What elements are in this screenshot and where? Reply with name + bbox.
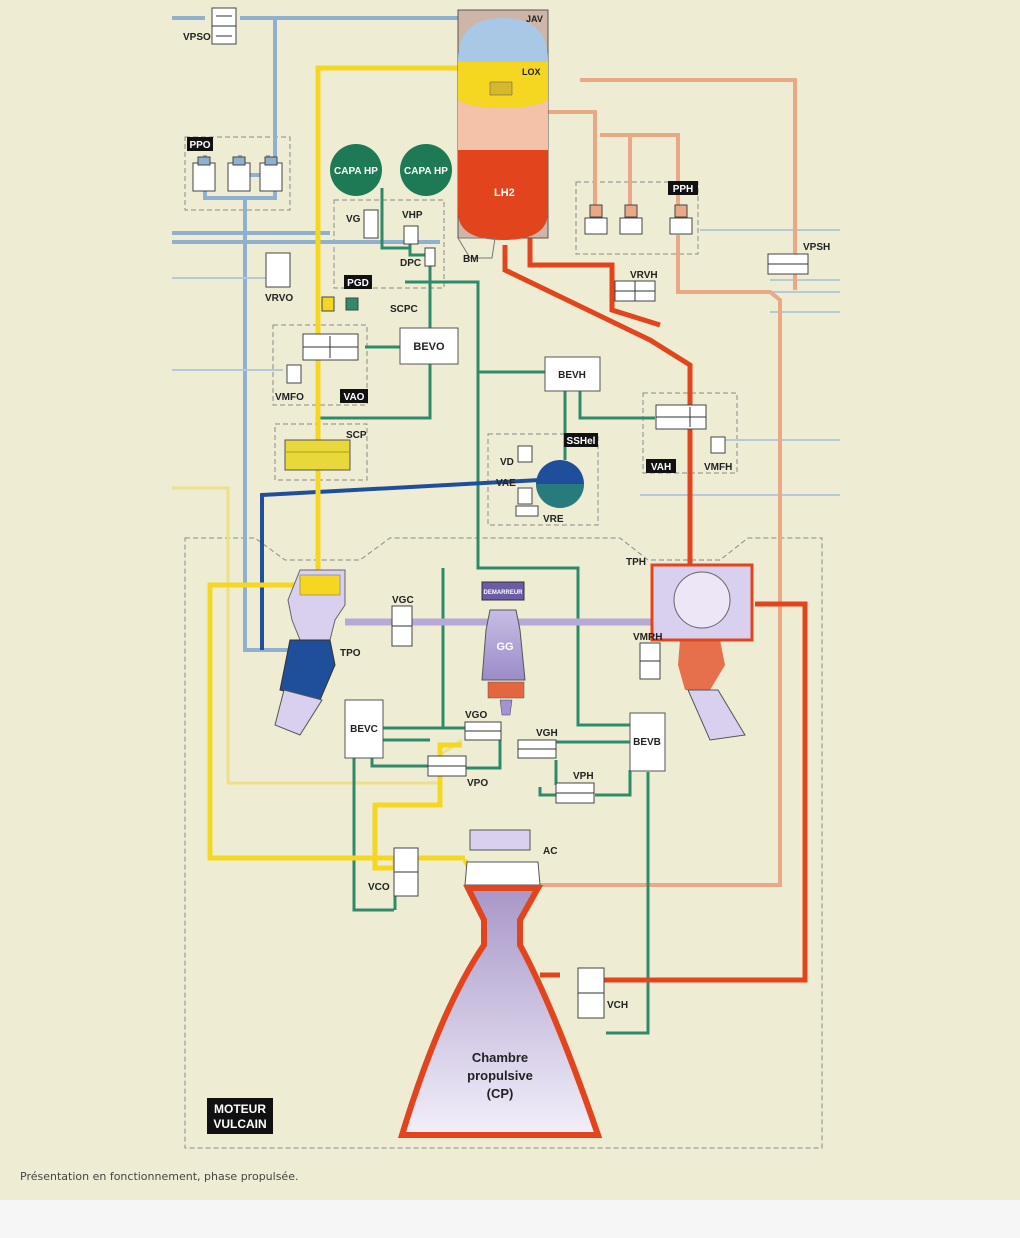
- label-vrvh: VRVH: [630, 270, 658, 281]
- chamber-label-1: Chambre: [472, 1050, 528, 1065]
- gas-generator: DEMARREUR GG: [481, 581, 526, 716]
- title-line1: MOTEUR: [214, 1102, 266, 1116]
- tag-vah: VAH: [651, 462, 671, 473]
- tpo-turbopump: [274, 569, 346, 736]
- label-tph: TPH: [626, 557, 646, 568]
- actuator-tops: [197, 156, 688, 218]
- chamber: Chambre propulsive (CP): [397, 829, 603, 1138]
- scp-tank: [284, 439, 351, 471]
- label-vre: VRE: [543, 514, 564, 525]
- tag-pph: PPH: [673, 184, 694, 195]
- tag-sshel: SSHel: [567, 436, 596, 447]
- label-vmfh: VMFH: [704, 462, 732, 473]
- label-vae: VAE: [496, 478, 516, 489]
- label-vgo: VGO: [465, 710, 487, 721]
- tag-ppo: PPO: [189, 140, 210, 151]
- title-box: MOTEUR VULCAIN: [207, 1098, 273, 1134]
- tank-label-bm: BM: [463, 254, 479, 265]
- tag-vao: VAO: [344, 392, 365, 403]
- bottom-band: [0, 1200, 1020, 1238]
- label-ac: AC: [543, 846, 557, 857]
- label-vmrh: VMRH: [633, 632, 662, 643]
- tank-label-lh2: LH2: [494, 187, 515, 199]
- gg-label: GG: [496, 641, 513, 653]
- tag-pgd: PGD: [347, 278, 369, 289]
- label-vch: VCH: [607, 1000, 628, 1011]
- box-bevb: [629, 712, 666, 772]
- box-bevb-label: BEVB: [633, 737, 661, 748]
- box-bevh: [544, 356, 601, 392]
- box-bevc: [344, 699, 384, 759]
- capa-hp-label-1: CAPA HP: [334, 166, 378, 177]
- sshel-sphere: [536, 460, 584, 508]
- pipe-helium: [320, 188, 655, 1035]
- tank-label-jav: JAV: [526, 14, 543, 24]
- label-scpc: SCPC: [390, 304, 418, 315]
- label-vd: VD: [500, 457, 514, 468]
- label-vpo: VPO: [467, 778, 488, 789]
- label-dpc: DPC: [400, 258, 421, 269]
- valve-marks: [212, 15, 808, 994]
- label-vgc: VGC: [392, 595, 414, 606]
- tank: JAV LOX LH2 BM: [457, 9, 549, 265]
- label-vg: VG: [346, 214, 361, 225]
- tph-turbopump: [650, 563, 754, 741]
- pipe-dark-blue: [260, 478, 541, 650]
- label-vrvo: VRVO: [265, 293, 293, 304]
- tank-label-lox: LOX: [522, 67, 541, 77]
- box-group: BEVO BEVH BEVC BEVB: [344, 327, 666, 772]
- pipe-blue: [172, 16, 497, 652]
- capa-hp-label-2: CAPA HP: [404, 166, 448, 177]
- pipe-salmon: [540, 78, 797, 887]
- vent-arrows-left: [172, 229, 840, 496]
- label-vco: VCO: [368, 882, 390, 893]
- chamber-label-2: propulsive: [467, 1068, 533, 1083]
- gg-starter-label: DEMARREUR: [484, 590, 524, 596]
- title-line2: VULCAIN: [213, 1117, 266, 1131]
- label-tpo: TPO: [340, 648, 361, 659]
- group-tags: PPO PPH PGD VAO VAH SSHel: [187, 137, 698, 473]
- label-scp: SCP: [346, 430, 367, 441]
- box-bevh-label: BEVH: [558, 370, 586, 381]
- box-bevo: [399, 327, 459, 365]
- pipe-lh2: [502, 230, 808, 983]
- label-vpso: VPSO: [183, 32, 211, 43]
- valve-labels: VPSO VG VHP DPC SCPC VRVO VMFO SCP VRVH …: [183, 32, 830, 1011]
- chamber-label-3: (CP): [487, 1086, 514, 1101]
- label-vmfo: VMFO: [275, 392, 304, 403]
- box-bevo-label: BEVO: [413, 341, 445, 353]
- label-vgh: VGH: [536, 728, 558, 739]
- box-bevc-label: BEVC: [350, 724, 378, 735]
- label-vpsh: VPSH: [803, 242, 830, 253]
- capa-hp-spheres: CAPA HP CAPA HP: [330, 144, 452, 196]
- caption: Présentation en fonctionnement, phase pr…: [20, 1170, 299, 1183]
- label-vhp: VHP: [402, 210, 423, 221]
- label-vph: VPH: [573, 771, 594, 782]
